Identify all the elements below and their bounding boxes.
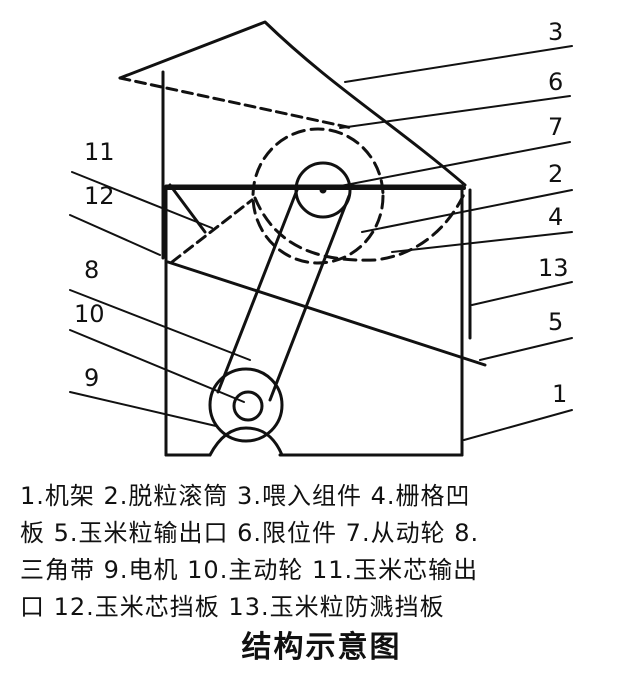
- leader-10: [69, 329, 245, 403]
- drive-wheel-inner: [232, 390, 264, 422]
- kernel-output-slope: [166, 260, 487, 367]
- leader-9: [69, 391, 217, 427]
- label-11: 11: [84, 138, 115, 166]
- label-9: 9: [84, 364, 99, 392]
- cob-output-outline: [168, 183, 207, 234]
- triangle-belt-right: [268, 194, 351, 402]
- label-3: 3: [548, 18, 563, 46]
- feeding-assembly: [118, 20, 467, 187]
- label-7: 7: [548, 113, 563, 141]
- motor: [208, 426, 284, 457]
- cob-plate-dash: [170, 198, 254, 264]
- leader-6: [339, 95, 571, 129]
- leader-2: [361, 189, 573, 233]
- legend-line-1: 1.机架 2.脱粒滚筒 3.喂入组件 4.栅格凹: [20, 482, 471, 510]
- legend-line-4: 口 12.玉米芯挡板 13.玉米粒防溅挡板: [20, 593, 445, 621]
- label-4: 4: [548, 203, 563, 231]
- figure-caption: 结构示意图: [241, 630, 402, 665]
- label-6: 6: [548, 68, 563, 96]
- label-10: 10: [74, 300, 105, 328]
- triangle-belt-left: [216, 188, 299, 394]
- label-12: 12: [84, 182, 115, 210]
- limit-part-dash: [118, 76, 354, 130]
- leader-8: [69, 289, 251, 361]
- label-8: 8: [84, 256, 99, 284]
- label-1: 1: [552, 380, 567, 408]
- threshing-drum: [251, 127, 385, 265]
- leader-5: [479, 337, 573, 361]
- leader-12: [69, 214, 161, 256]
- label-13: 13: [538, 254, 569, 282]
- structure-diagram: 3 6 7 2 4 13 5 1 11 12 8 10 9: [69, 18, 573, 457]
- legend-line-2: 板 5.玉米粒输出口 6.限位件 7.从动轮 8.: [20, 519, 480, 547]
- label-5: 5: [548, 308, 563, 336]
- leader-3: [344, 45, 573, 83]
- grid-concave: [253, 190, 467, 262]
- label-2: 2: [548, 160, 563, 188]
- leader-4: [391, 231, 573, 253]
- leader-13: [471, 281, 573, 306]
- driven-wheel-center: [319, 186, 327, 194]
- component-legend: 1.机架 2.脱粒滚筒 3.喂入组件 4.栅格凹 板 5.玉米粒输出口 6.限位…: [20, 478, 630, 626]
- leader-1: [463, 409, 573, 441]
- leader-7: [329, 141, 571, 189]
- drive-wheel-outer: [208, 367, 284, 443]
- legend-line-3: 三角带 9.电机 10.主动轮 11.玉米芯输出: [20, 556, 479, 584]
- leader-11: [71, 171, 213, 229]
